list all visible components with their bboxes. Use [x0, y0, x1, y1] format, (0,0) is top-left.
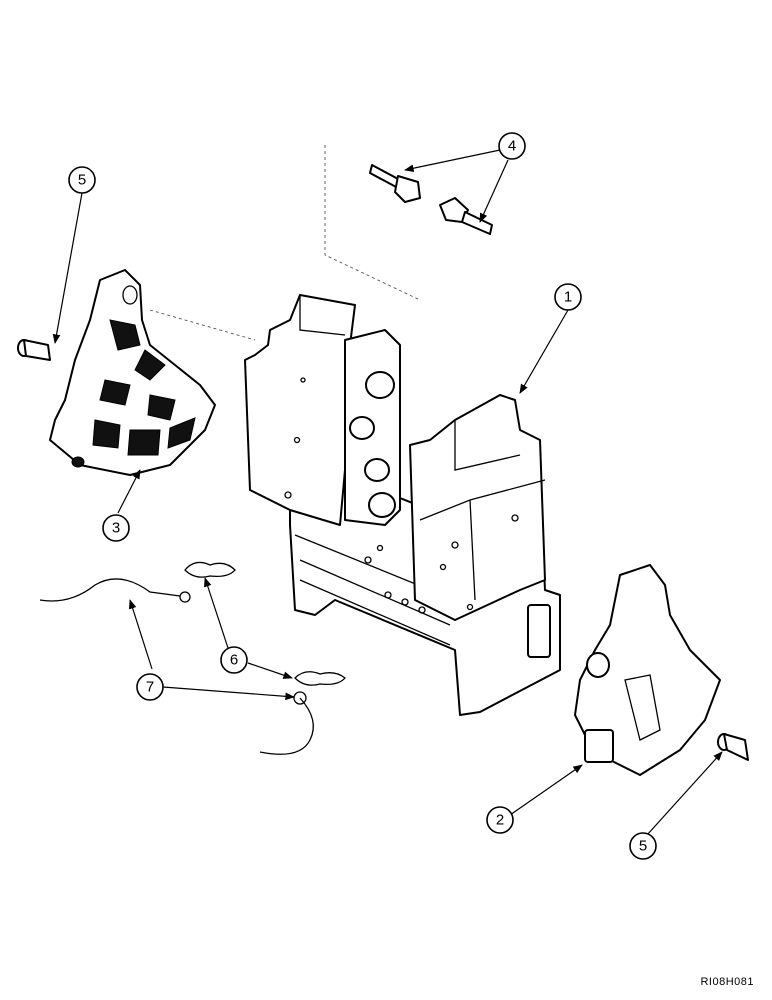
- callout-5-left: 5: [68, 166, 96, 194]
- left-side-weight: [49, 269, 216, 476]
- svg-text:6: 6: [230, 652, 238, 669]
- retaining-clip-upper: [184, 561, 236, 578]
- bolt-upper: [369, 164, 421, 203]
- callout-5-right: 5: [629, 832, 657, 860]
- svg-text:5: 5: [78, 172, 86, 189]
- lanyard-upper: [39, 578, 191, 603]
- pin-right: [717, 733, 749, 761]
- svg-text:3: 3: [112, 520, 120, 537]
- leader-lines: [52, 149, 723, 836]
- svg-text:5: 5: [639, 838, 647, 855]
- callout-2: 2: [486, 806, 514, 834]
- figure-reference-code: RI08H081: [700, 976, 754, 988]
- callout-1: 1: [554, 283, 582, 311]
- callout-4: 4: [498, 132, 526, 160]
- pin-left: [17, 339, 51, 361]
- lanyard-lower: [259, 691, 314, 755]
- callout-3: 3: [102, 514, 130, 542]
- bolt-lower: [439, 197, 493, 235]
- svg-text:7: 7: [146, 679, 154, 696]
- right-side-weight: [574, 564, 721, 776]
- svg-text:1: 1: [564, 289, 572, 306]
- weight-carrier-bracket: [244, 294, 561, 716]
- callout-7: 7: [136, 673, 164, 701]
- callout-6: 6: [220, 646, 248, 674]
- svg-text:4: 4: [508, 138, 516, 155]
- retaining-clip-lower: [294, 671, 346, 686]
- alignment-lines: [149, 145, 421, 341]
- svg-text:2: 2: [496, 812, 504, 829]
